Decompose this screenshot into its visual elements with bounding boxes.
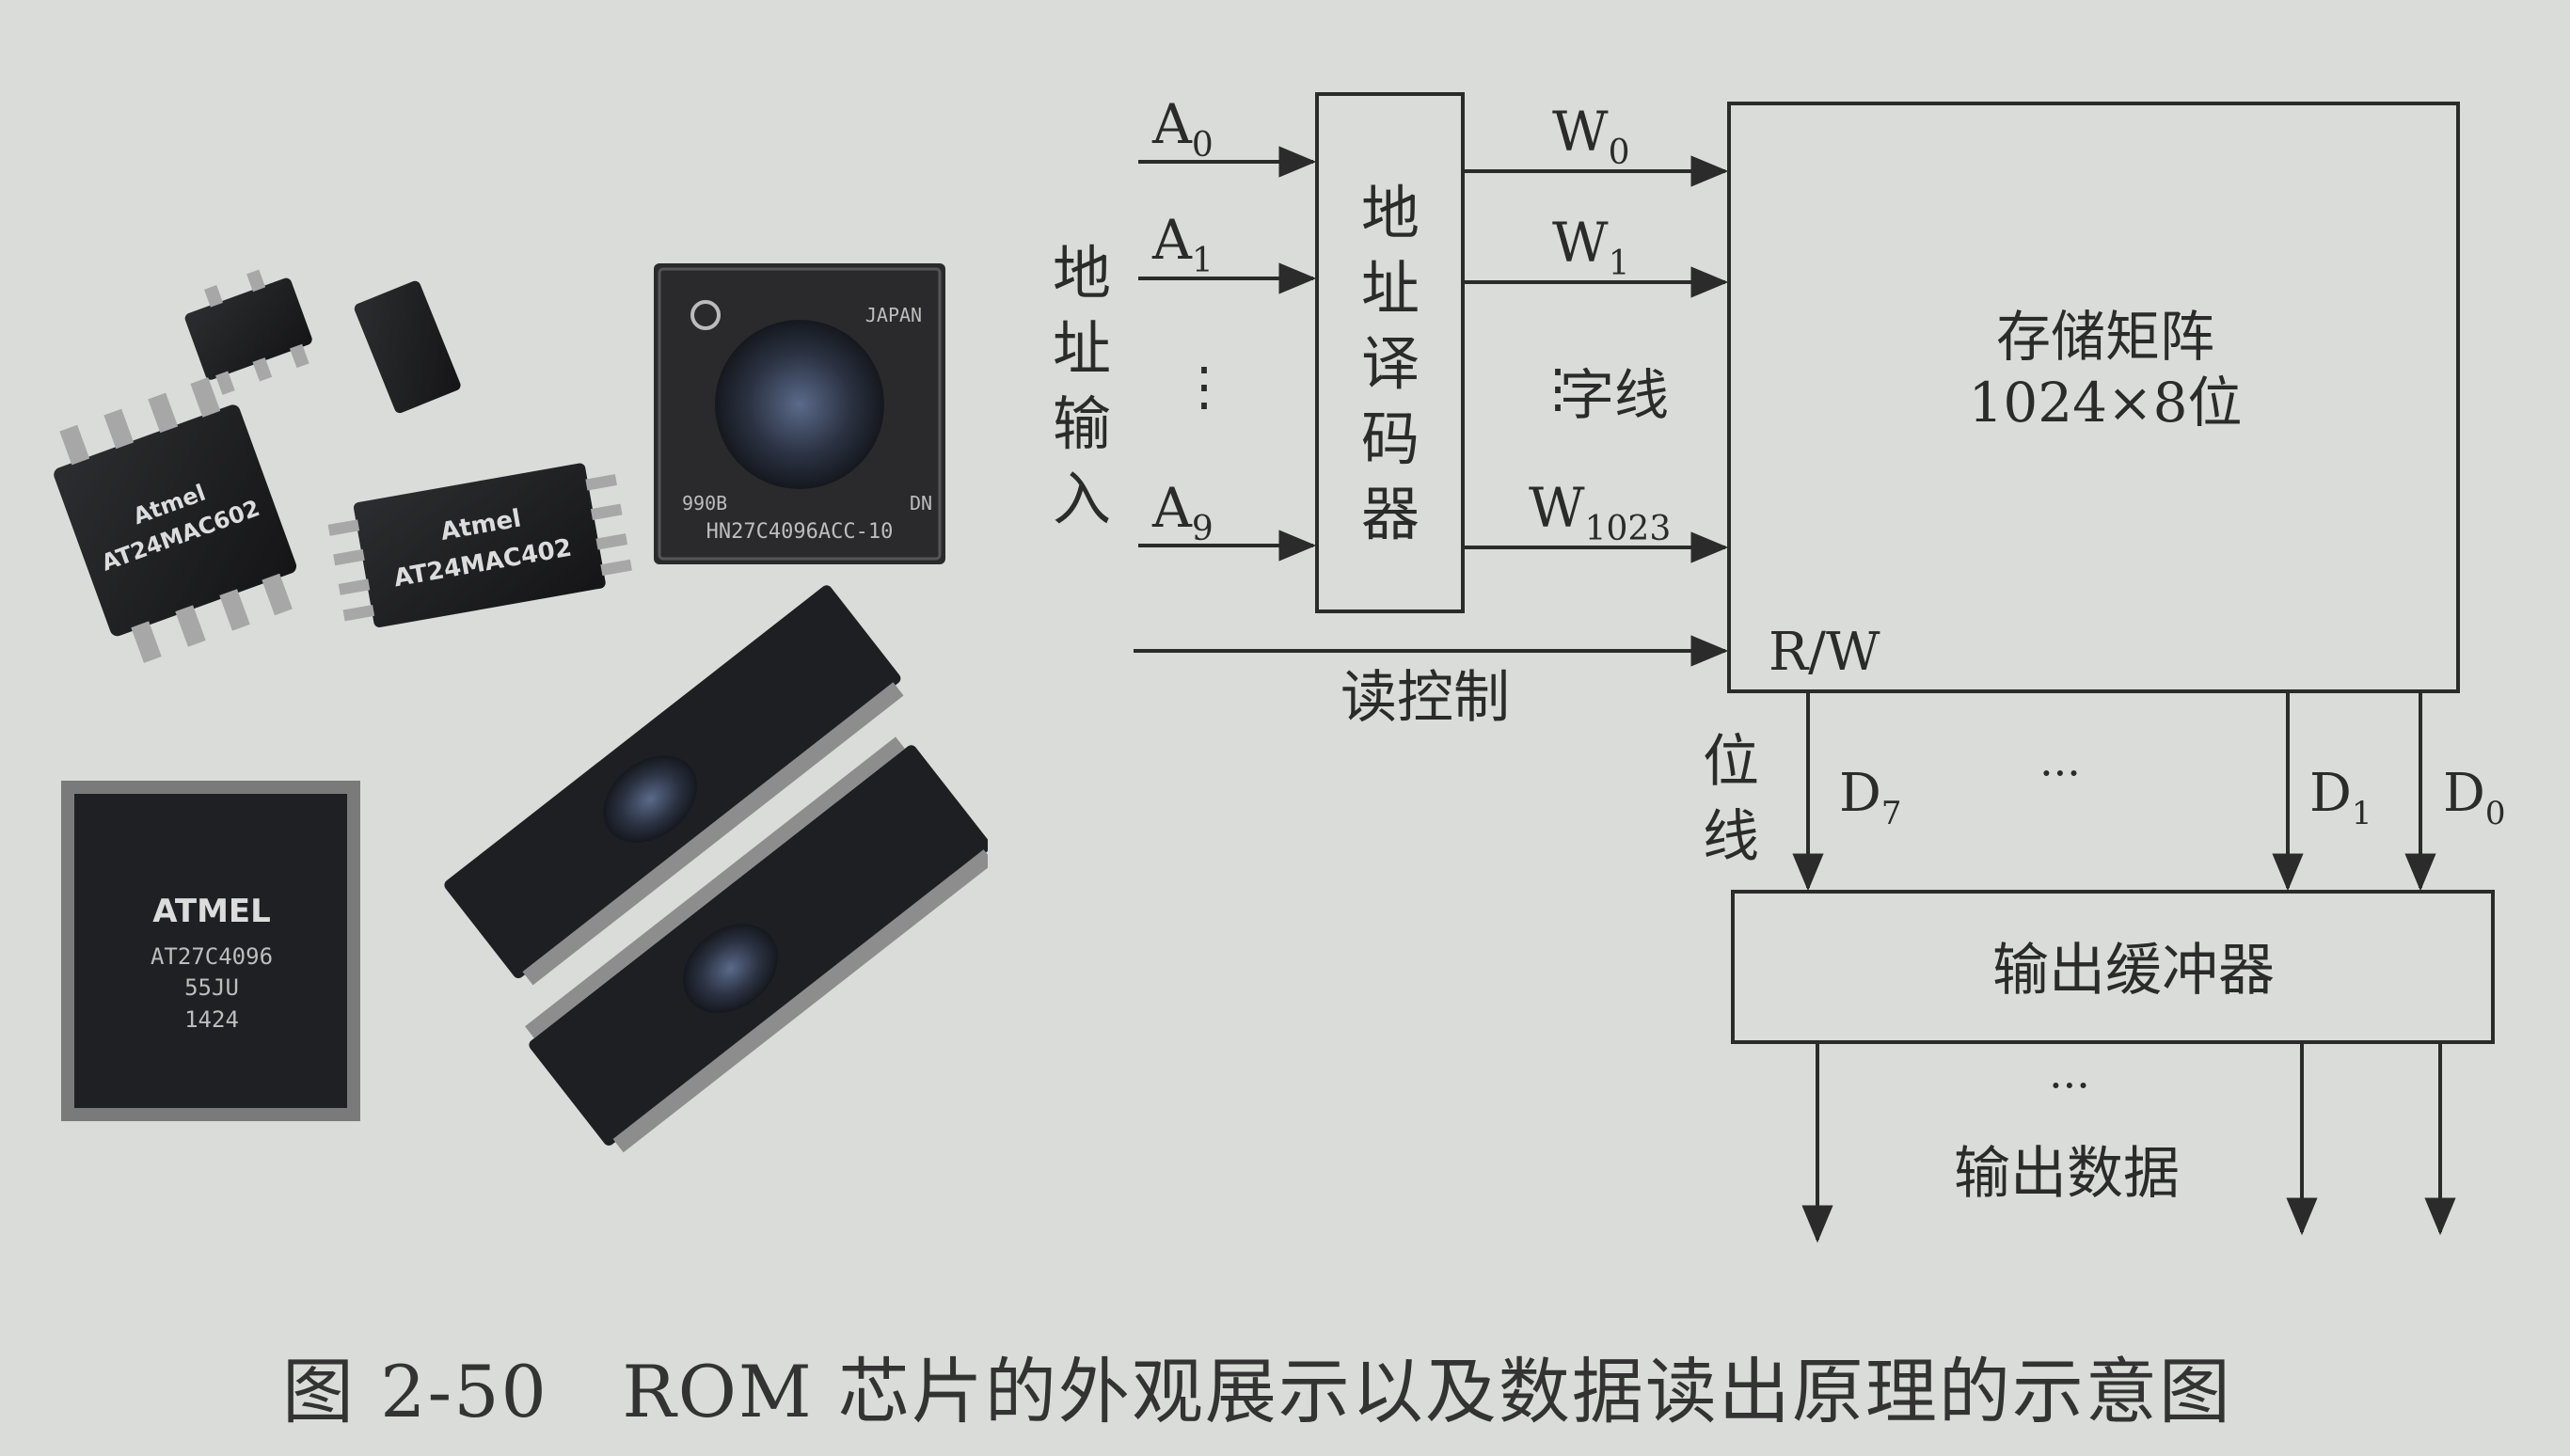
decoder-char: 码 (1361, 404, 1420, 473)
chip-ceramic-hn27c4096: JAPAN 990B DN HN27C4096ACC-10 (654, 263, 945, 564)
bit-line-char: 线 (1703, 804, 1759, 870)
matrix-title: 存储矩阵 (1996, 305, 2214, 369)
decoder-label: 地 址 译 码 器 (1361, 179, 1420, 548)
chip-mark: DN (910, 492, 932, 514)
word-w1-label: W1 (1552, 211, 1630, 283)
chip-plcc-at27c4096: ATMEL AT27C4096 55JU 1424 (61, 781, 360, 1121)
address-input-char: 地 (1053, 239, 1111, 308)
chip-date: 1424 (184, 1006, 239, 1033)
chip-brand: JAPAN (865, 304, 922, 326)
figure-number: 图 2-50 (282, 1350, 548, 1433)
chip-tssop-at24mac402: Atmel AT24MAC402 (327, 463, 632, 627)
decoder-char: 地 (1361, 179, 1420, 247)
output-buffer-box (1731, 890, 2495, 1044)
address-a0-label: A0 (1151, 92, 1214, 165)
data-d0-label: D0 (2443, 763, 2506, 832)
bit-line-char: 位 (1703, 729, 1759, 795)
read-control-label: 读控制 (1341, 665, 1510, 731)
word-line-ellipsis: ⋮ (1531, 358, 1584, 419)
storage-matrix-box (1727, 102, 2460, 693)
rw-label: R/W (1769, 622, 1880, 683)
address-a9-label: A9 (1151, 476, 1214, 548)
chip-brand: ATMEL (152, 893, 271, 930)
output-ellipsis: ··· (2049, 1060, 2090, 1111)
chip-small-rect (354, 280, 461, 414)
word-line-label: 字线 (1560, 363, 1669, 427)
address-input-char: 入 (1053, 465, 1111, 533)
decoder-char: 器 (1361, 480, 1420, 548)
chip-dip-eprom-1 (444, 585, 904, 986)
address-decoder-box (1315, 92, 1465, 613)
word-w1023-label: W1023 (1529, 476, 1671, 548)
figure-caption: 图 2-50 ROM 芯片的外观展示以及数据读出原理的示意图 (282, 1334, 2352, 1437)
data-d7-label: D7 (1839, 763, 1902, 832)
output-data-label: 输出数据 (1954, 1141, 2180, 1207)
address-input-char: 输 (1053, 389, 1111, 458)
address-a1-label: A1 (1151, 208, 1214, 280)
chip-sot-small (184, 269, 312, 395)
bit-line-label: 位 线 (1703, 729, 1759, 870)
address-input-char: 址 (1053, 314, 1111, 383)
output-buffer-label: 输出缓冲器 (1992, 938, 2275, 1004)
decoder-char: 址 (1361, 254, 1420, 323)
decoder-char: 译 (1361, 329, 1420, 398)
chip-part: HN27C4096ACC-10 (706, 520, 894, 544)
chip-soic-at24mac602: Atmel AT24MAC602 (54, 377, 297, 663)
chip-code: 990B (682, 492, 727, 514)
rom-chip-photo: Atmel AT24MAC602 Atmel AT24MAC402 (54, 263, 988, 1153)
address-input-label: 地 址 输 入 (1053, 239, 1111, 533)
data-d1-label: D1 (2309, 763, 2372, 832)
chip-dip-eprom-2 (525, 736, 988, 1153)
address-ellipsis: ⋮ (1178, 356, 1230, 418)
caption-text: ROM 芯片的外观展示以及数据读出原理的示意图 (622, 1350, 2232, 1433)
matrix-size: 1024×8位 (1968, 371, 2242, 435)
chip-code: 55JU (184, 974, 239, 1001)
data-line-ellipsis: ··· (2039, 748, 2081, 799)
chip-part: AT27C4096 (151, 943, 273, 970)
word-w0-label: W0 (1552, 100, 1630, 172)
